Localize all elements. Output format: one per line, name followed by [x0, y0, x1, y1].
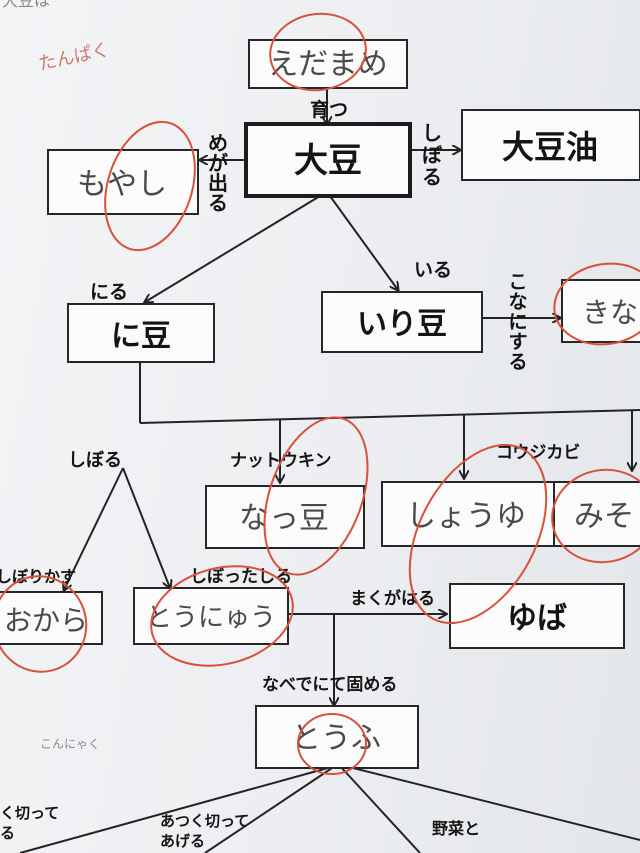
label-megaderu: めが出る — [208, 131, 228, 215]
node-moyashi-label: もやし — [77, 167, 167, 202]
page-fragment-text: 大豆は — [2, 0, 50, 10]
label-makugahary: まくがはる — [350, 588, 435, 609]
node-miso: みそ — [553, 481, 640, 547]
node-daizuyu: 大豆油 — [461, 109, 640, 181]
node-irimame: いり豆 — [321, 291, 483, 353]
red-circle-natto — [263, 416, 369, 576]
node-shoyu: しょうゆ — [381, 481, 555, 547]
node-okara-label: おから — [4, 604, 88, 637]
vertical-char: に — [508, 311, 527, 333]
red-circle-edamame — [269, 12, 367, 92]
red-circle-okara — [0, 575, 88, 673]
label-shiboru: しぼる — [68, 450, 122, 471]
label-atsukukitte: あつく切ってあげる — [160, 812, 249, 850]
node-daizu-label: 大豆 — [294, 141, 362, 181]
node-natto: なっ豆 — [205, 485, 365, 549]
label-sodatsu: 育つ — [310, 98, 348, 121]
vertical-char: ぼ — [422, 143, 443, 167]
edge-tofu-far-right — [344, 765, 640, 841]
label-konanisuru: こなにする — [508, 271, 527, 373]
edge-daizu-nimame — [145, 195, 321, 302]
scribble-top-left: たんぱく — [37, 39, 112, 75]
node-kinako: きな — [561, 279, 640, 343]
vertical-char: な — [508, 291, 527, 313]
node-yuba-label: ゆば — [507, 601, 567, 636]
red-circle-shoyu — [408, 443, 548, 625]
node-daizuyu-label: 大豆油 — [502, 128, 598, 166]
node-edamame-label: えだまめ — [268, 47, 387, 82]
label-line: く切って — [0, 804, 59, 822]
vertical-char: こ — [508, 271, 527, 293]
red-circle-miso — [551, 468, 640, 564]
edge-tofu-mid — [204, 765, 336, 853]
node-natto-label: なっ豆 — [239, 501, 329, 536]
label-niru: にる — [90, 281, 128, 303]
vertical-char: る — [208, 191, 228, 215]
edge-shiboru-okara — [64, 467, 124, 590]
label-koujikabi: コウジカビ — [496, 443, 580, 463]
label-line: あげる — [160, 832, 205, 850]
label-nabedenite: なべでにて固める — [262, 675, 397, 695]
label-line: あつく切って — [160, 812, 249, 830]
node-nimame: に豆 — [67, 303, 215, 363]
label-shiboru-oil: しぼる — [422, 121, 443, 189]
label-yasaito: 野菜と — [432, 819, 480, 838]
scribble-side-note: こんにゃく — [40, 737, 100, 751]
node-shoyu-label: しょうゆ — [406, 499, 526, 534]
node-edamame: えだまめ — [248, 39, 408, 89]
node-kinako-label: きな — [582, 296, 638, 329]
node-tonyu-label: とうにゅう — [146, 603, 276, 633]
node-daizu: 大豆 — [244, 122, 412, 198]
node-tofu: とうふ — [255, 705, 419, 769]
red-circle-kinako — [553, 262, 640, 346]
label-line: る — [0, 824, 15, 842]
vertical-char: が — [208, 151, 228, 175]
vertical-char: る — [508, 351, 527, 373]
edge-tofu-left — [19, 765, 336, 853]
label-kittekatte: く切ってる — [0, 804, 59, 842]
node-moyashi: もやし — [47, 149, 199, 215]
vertical-char: し — [422, 121, 442, 145]
red-circle-moyashi — [104, 120, 196, 252]
node-nimame-label: に豆 — [111, 319, 171, 354]
node-irimame-label: いり豆 — [357, 307, 447, 342]
vertical-char: る — [422, 165, 442, 189]
red-circle-tonyu — [150, 565, 294, 667]
edge-shiboru-tonyu — [122, 467, 170, 588]
edge-branch-bar — [139, 409, 640, 424]
label-iru: いる — [414, 259, 452, 281]
red-circle-tofu — [297, 713, 367, 775]
node-miso-label: みそ — [574, 499, 634, 534]
vertical-char: す — [508, 331, 527, 353]
edge-tofu-right — [339, 765, 421, 853]
vertical-char: め — [208, 131, 228, 155]
vertical-char: 出 — [208, 171, 228, 195]
edge-daizu-irimame — [329, 195, 398, 290]
node-tonyu: とうにゅう — [133, 587, 289, 645]
red-correction-marks — [0, 12, 640, 775]
